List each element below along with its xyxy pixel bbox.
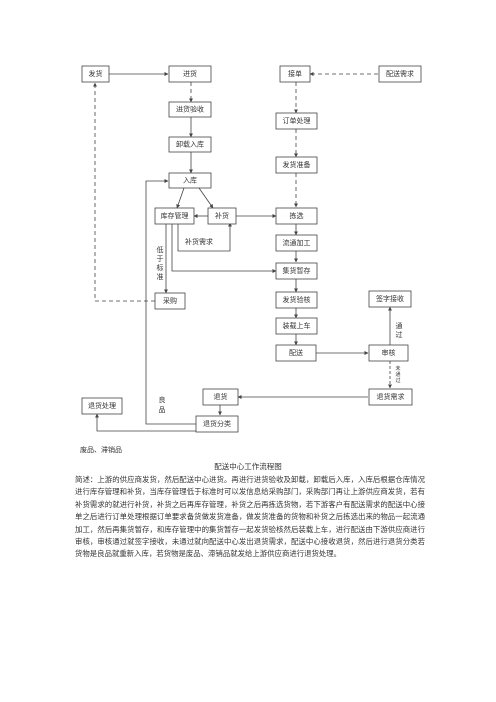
node-zhuangzai-shangche: 装载上车 <box>283 321 311 330</box>
node-fahuo: 发货 <box>89 69 103 78</box>
node-box-kucun-guanli <box>154 207 195 225</box>
label-char: 过 <box>396 330 403 339</box>
label-weitongguo: 未 通 过 <box>395 365 400 384</box>
label-feipin: 废品、滞销品 <box>80 445 122 454</box>
label-liangpin: 良 品 <box>159 395 166 414</box>
node-box-jiedan <box>279 65 311 83</box>
node-qianzi-jieshou: 签字接收 <box>376 294 404 303</box>
node-box-jihuo-zancun <box>275 262 318 280</box>
node-tuihuo-xuqiu: 退货需求 <box>377 392 405 401</box>
node-box-tuihuo-xuqiu <box>368 388 413 406</box>
edge-ruku-buhuo <box>198 187 214 209</box>
node-box-ruku <box>168 172 212 189</box>
node-buhuo: 补货 <box>215 211 229 220</box>
node-jianxuan: 拣选 <box>290 211 304 220</box>
label-char: 低 <box>157 245 164 254</box>
node-fahuo-yanhe: 发货验核 <box>283 295 311 304</box>
node-jinhuo: 进货 <box>183 69 197 78</box>
edge-caigou-fahuo <box>93 82 155 302</box>
node-kucun-guanli: 库存管理 <box>161 211 189 220</box>
node-box-fahuo-yanhe <box>275 291 318 309</box>
edge-kucun-jihuo <box>171 224 277 273</box>
node-box-xiezai-ruku <box>168 136 212 153</box>
node-dingdan-chuli: 订单处理 <box>283 116 311 125</box>
node-tuihuo: 退货 <box>214 392 228 401</box>
node-jiedan: 接单 <box>288 69 302 78</box>
node-box-jianxuan <box>275 207 318 225</box>
edge-fenlei-tuihuochuli <box>95 413 196 432</box>
label-char: 良 <box>159 395 166 404</box>
node-box-peisong-xuqiu <box>378 65 422 83</box>
node-caigou: 采购 <box>163 296 177 305</box>
label-char: 品 <box>159 406 166 414</box>
node-box-tuihuo-chuli <box>81 397 123 415</box>
node-box-tuihuo <box>202 388 239 406</box>
label-char: 过 <box>395 377 400 384</box>
node-liutong-jiagong: 流通加工 <box>283 238 311 247</box>
node-fahuo-zhunbei: 发货准备 <box>283 160 311 169</box>
node-box-fahuo-zhunbei <box>275 156 318 174</box>
node-tuihuo-chuli: 退货处理 <box>88 401 116 410</box>
node-box-qianzi-jieshou <box>368 290 412 308</box>
label-char: 标 <box>157 263 164 272</box>
node-ruku: 入库 <box>183 176 197 185</box>
label-char: 通 <box>396 321 403 330</box>
node-box-peisong <box>275 344 317 362</box>
node-jihuo-zancun: 集货暂存 <box>283 266 311 275</box>
node-box-fahuo <box>81 65 110 83</box>
node-box-liutong-jiagong <box>275 234 318 252</box>
node-tuihuo-fenlei: 退货分类 <box>203 419 231 428</box>
node-peisong-xuqiu: 配送需求 <box>386 69 414 78</box>
label-di-yu-biaozhun: 低 于 标 准 <box>157 245 164 281</box>
label-char: 未 <box>395 365 400 372</box>
label-tongguo: 通 过 <box>396 321 403 339</box>
node-box-jinhuo <box>168 65 212 83</box>
node-box-zhuangzai-shangche <box>275 317 318 335</box>
edge-ruku-kucun <box>176 187 185 209</box>
node-box-caigou <box>154 292 186 310</box>
flowchart: 发货 进货 进货验收 卸载入库 入库 库存管理 补货 采购 接单 配送需求 订单… <box>80 65 422 454</box>
figure-caption: 配送中心工作流程图 <box>214 462 282 471</box>
node-box-shenhe <box>368 344 409 362</box>
node-box-dingdan-chuli <box>275 112 318 130</box>
node-box-buhuo <box>207 207 237 225</box>
node-box-jinhuo-yanshou <box>168 101 212 118</box>
label-buhuo-xuqiu: 补货需求 <box>185 237 213 246</box>
node-shenhe: 审核 <box>382 348 396 357</box>
node-xiezai-ruku: 卸载入库 <box>176 140 204 149</box>
label-char: 于 <box>157 255 164 263</box>
description-paragraph: 简述：上游的供应商发货，然后配送中心进货。再进行进货验收及卸载，卸载后入库，入库… <box>75 475 425 559</box>
node-jinhuo-yanshou: 进货验收 <box>176 105 204 114</box>
label-char: 通 <box>395 371 400 378</box>
edge-tuihuofenlei-ruku <box>145 179 196 425</box>
node-peisong: 配送 <box>289 348 303 357</box>
edge-kucun-buhuoxuqiu <box>177 222 232 252</box>
label-char: 准 <box>157 272 164 281</box>
node-box-tuihuo-fenlei <box>195 415 239 433</box>
